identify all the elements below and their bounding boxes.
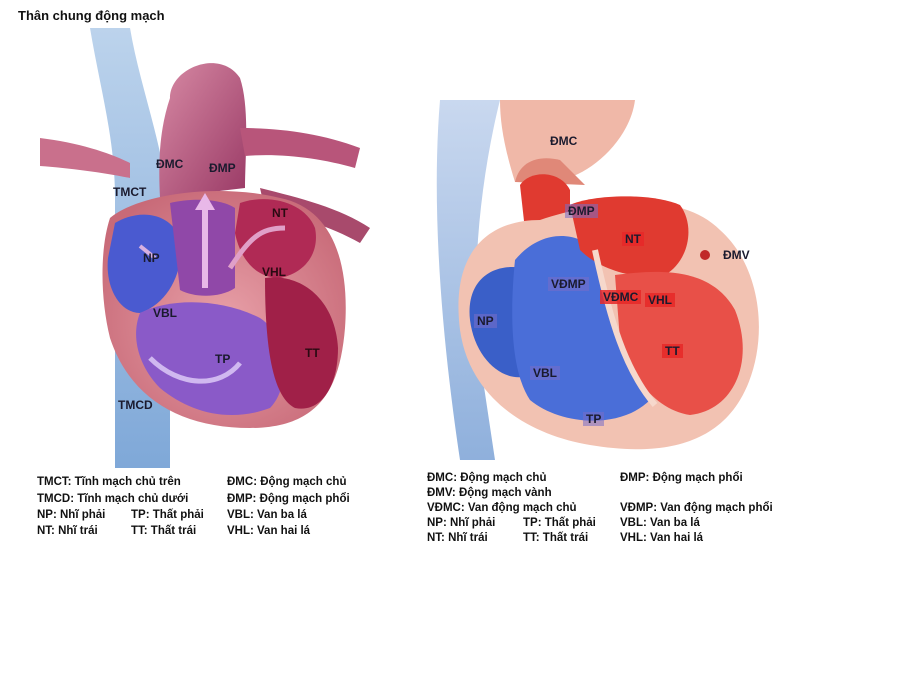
label-dmv-right: ĐMV <box>723 248 750 262</box>
label-tmct: TMCT <box>113 185 147 199</box>
legend-left-tp: TP: Thất phải <box>131 509 204 521</box>
legend-left-vhl: VHL: Van hai lá <box>227 525 311 537</box>
label-vbl-right: VBL <box>530 366 560 380</box>
right-heart-cross-section: ĐMC ĐMP NT ĐMV VĐMP VĐMC VHL NP TT VBL T… <box>420 100 780 460</box>
legend-right-dmc: ĐMC: Động mạch chủ <box>427 472 547 484</box>
label-tt: TT <box>305 346 320 360</box>
legend-right-np: NP: Nhĩ phải <box>427 517 496 529</box>
label-vhl-right: VHL <box>645 293 675 307</box>
legend-left-vbl: VBL: Van ba lá <box>227 509 307 521</box>
left-heart-drawing <box>40 28 370 468</box>
legend-right: ĐMC: Động mạch chủ ĐMP: Động mạch phổi Đ… <box>427 471 797 551</box>
legend-left-nt: NT: Nhĩ trái <box>37 525 98 537</box>
label-np-right: NP <box>474 314 497 328</box>
right-heart-drawing <box>436 100 759 460</box>
legend-right-nt: NT: Nhĩ trái <box>427 532 488 544</box>
legend-right-dmp: ĐMP: Động mạch phổi <box>620 472 743 484</box>
label-np: NP <box>143 251 160 265</box>
page-title: Thân chung động mạch <box>18 8 165 23</box>
legend-left: TMCT: Tĩnh mạch chủ trên ĐMC: Động mạch … <box>37 475 377 545</box>
legend-right-vhl: VHL: Van hai lá <box>620 532 704 544</box>
legend-right-vbl: VBL: Van ba lá <box>620 517 700 529</box>
label-vdmp-right: VĐMP <box>548 277 589 291</box>
label-vdmc-right: VĐMC <box>600 290 642 304</box>
label-tmcd: TMCD <box>118 398 153 412</box>
legend-right-tt: TT: Thất trái <box>523 532 589 544</box>
legend-left-tmct: TMCT: Tĩnh mạch chủ trên <box>37 476 181 488</box>
label-dmc-right: ĐMC <box>550 134 578 148</box>
left-heart-illustration: ĐMC ĐMP TMCT NT NP VHL VBL TP TT TMCD <box>20 28 390 468</box>
legend-left-dmc: ĐMC: Động mạch chủ <box>227 476 347 488</box>
label-vbl: VBL <box>153 306 177 320</box>
legend-right-vdmp: VĐMP: Van động mạch phổi <box>620 502 773 514</box>
label-dmp: ĐMP <box>209 161 236 175</box>
label-tt-right: TT <box>662 344 683 358</box>
label-tp: TP <box>215 352 231 366</box>
legend-left-dmp: ĐMP: Động mạch phổi <box>227 493 350 505</box>
legend-right-dmv: ĐMV: Động mạch vành <box>427 487 552 499</box>
label-dmp-right: ĐMP <box>565 204 598 218</box>
legend-left-np: NP: Nhĩ phải <box>37 509 106 521</box>
label-nt: NT <box>272 206 288 220</box>
legend-right-tp: TP: Thất phải <box>523 517 596 529</box>
label-dmc: ĐMC <box>156 157 184 171</box>
legend-left-tt: TT: Thất trái <box>131 525 197 537</box>
label-nt-right: NT <box>622 232 644 246</box>
legend-right-vdmc: VĐMC: Van động mạch chủ <box>427 502 577 514</box>
label-vhl: VHL <box>262 265 286 279</box>
label-tp-right: TP <box>583 412 605 426</box>
legend-left-tmcd: TMCD: Tĩnh mạch chủ dưới <box>37 493 189 505</box>
